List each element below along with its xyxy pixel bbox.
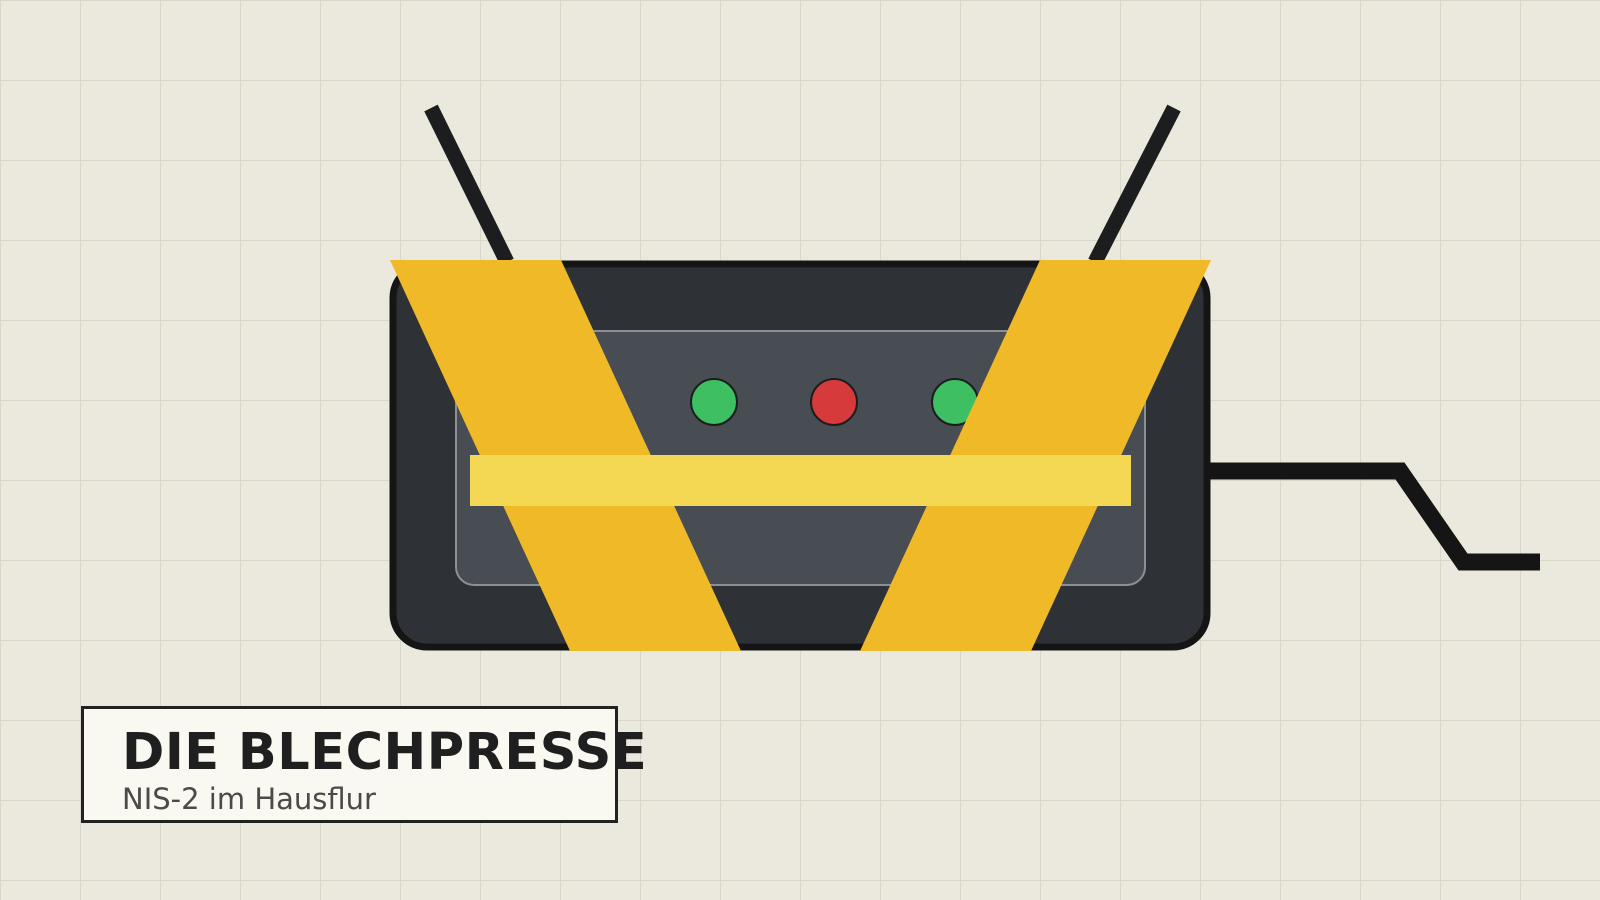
caution-tape-horizontal (470, 455, 1131, 506)
antenna-left (424, 104, 514, 266)
page-title: DIE BLECHPRESSE (122, 723, 648, 782)
page-subtitle: NIS-2 im Hausflur (122, 782, 376, 816)
antenna-right (1088, 104, 1181, 266)
power-cable (1205, 462, 1540, 571)
status-led-alert-icon (810, 378, 858, 426)
title-card: DIE BLECHPRESSE NIS-2 im Hausflur (81, 706, 647, 823)
status-led-ok-icon (690, 378, 738, 426)
